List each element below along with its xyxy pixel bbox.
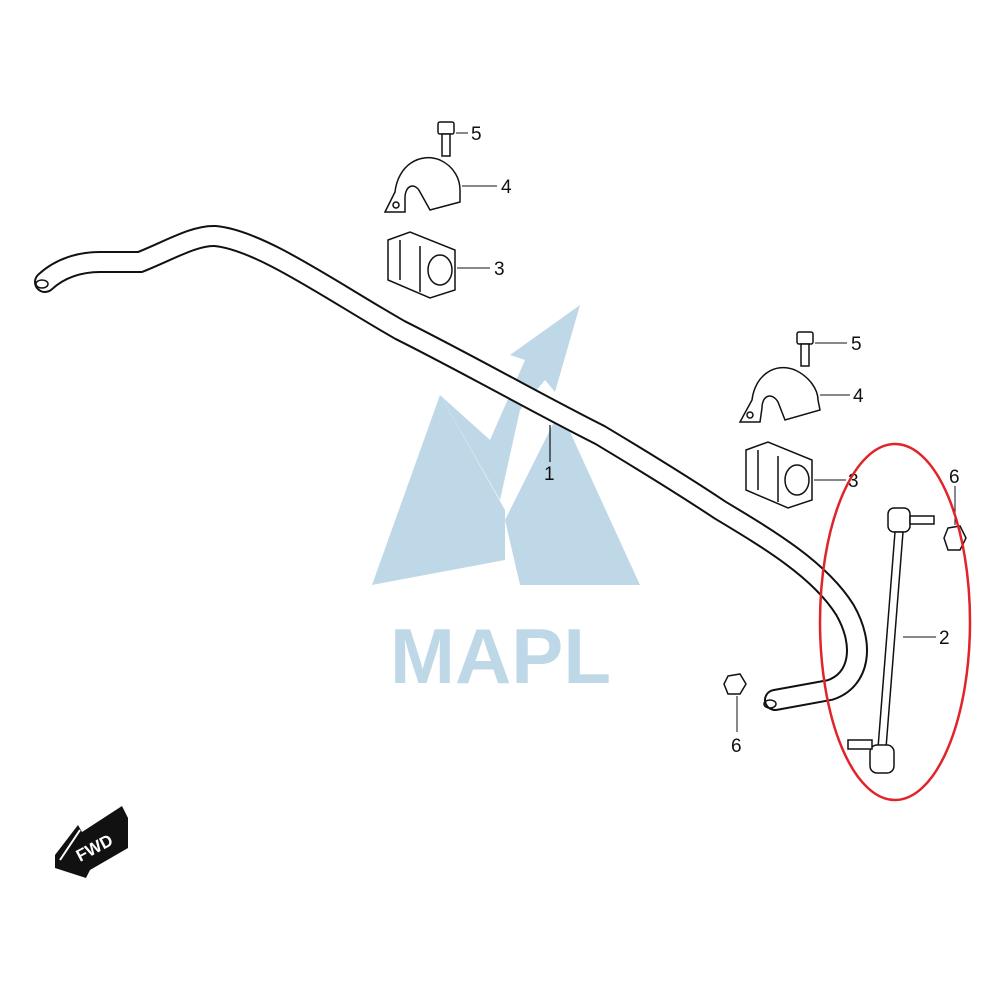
callout-2: 2	[939, 628, 950, 649]
callout-1: 1	[544, 464, 555, 485]
callout-3-right: 3	[848, 471, 859, 492]
callout-4-left: 4	[501, 177, 512, 198]
callout-5-left: 5	[471, 124, 482, 145]
stabilizer-bar	[34, 225, 868, 711]
callout-6-bottom: 6	[731, 736, 742, 757]
bushing-left	[387, 231, 456, 299]
bolt-left	[437, 121, 455, 157]
mapl-watermark-logo: MAPL	[372, 305, 640, 700]
bushing-right	[745, 441, 813, 509]
callout-3-left: 3	[494, 259, 505, 280]
bolt-right	[796, 331, 814, 367]
stabilizer-link	[847, 507, 935, 774]
highlight-circle	[818, 442, 972, 802]
fwd-arrow-icon: FWD	[55, 806, 128, 878]
callout-5-right: 5	[851, 334, 862, 355]
callout-6-top: 6	[949, 467, 960, 488]
callout-4-right: 4	[853, 386, 864, 407]
bracket-left	[383, 156, 461, 213]
bracket-right	[738, 366, 821, 423]
watermark-text: MAPL	[390, 612, 611, 700]
nut-bottom	[723, 673, 747, 695]
